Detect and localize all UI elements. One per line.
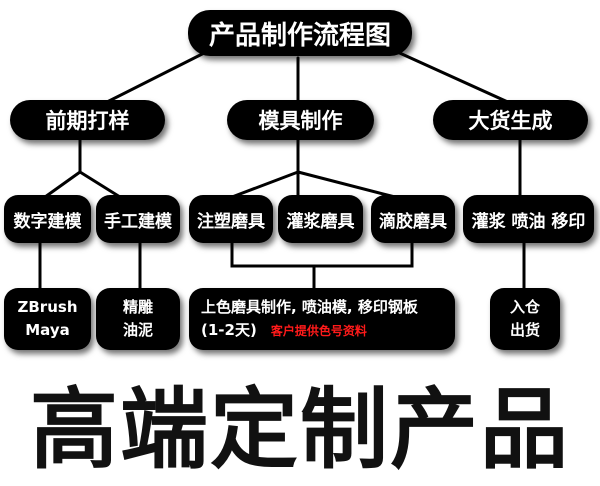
mold-detail-duration: (1-2天) bbox=[201, 321, 257, 339]
connector-sample-manual bbox=[78, 170, 122, 199]
stage-sample-label: 前期打样 bbox=[45, 109, 130, 133]
production-process-label: 灌浆 喷油 移印 bbox=[471, 211, 586, 232]
manual-modeling-node: 手工建模 bbox=[96, 195, 180, 243]
mold-detail-line1: 上色磨具制作, 喷油模, 移印钢板 bbox=[201, 297, 418, 316]
manual-tools-node: 精雕 油泥 bbox=[96, 288, 180, 350]
manual-tool-2: 油泥 bbox=[122, 321, 153, 339]
mold-detail-line2-row: (1-2天) 客户提供色号资料 bbox=[201, 319, 367, 342]
connector-sample-digital bbox=[43, 170, 82, 199]
digital-tool-1: ZBrush bbox=[17, 297, 78, 316]
banner-title: 高端定制产品 bbox=[29, 376, 570, 481]
stage-sample-node: 前期打样 bbox=[10, 100, 165, 140]
stage-mold-label: 模具制作 bbox=[258, 109, 343, 133]
connector-root-production bbox=[380, 43, 512, 105]
production-process-node: 灌浆 喷油 移印 bbox=[463, 195, 594, 243]
mold-injection-node: 注塑磨具 bbox=[189, 195, 273, 243]
mold-grout-label: 灌浆磨具 bbox=[286, 211, 355, 232]
mold-grout-node: 灌浆磨具 bbox=[278, 195, 363, 243]
connector-root-sample bbox=[103, 43, 222, 105]
mold-resin-label: 滴胶磨具 bbox=[379, 211, 447, 232]
manual-modeling-label: 手工建模 bbox=[104, 211, 172, 232]
root-node: 产品制作流程图 bbox=[188, 10, 412, 56]
production-steps-node: 入仓 出货 bbox=[490, 288, 560, 350]
stage-production-node: 大货生成 bbox=[433, 100, 588, 140]
stage-production-label: 大货生成 bbox=[468, 109, 553, 133]
connector-mold-injection bbox=[230, 170, 300, 199]
connector-mold-resin bbox=[296, 170, 397, 199]
production-step-1: 入仓 bbox=[509, 297, 540, 316]
root-label: 产品制作流程图 bbox=[208, 20, 391, 51]
production-step-2: 出货 bbox=[509, 321, 540, 339]
digital-tools-node: ZBrush Maya bbox=[4, 288, 91, 350]
mold-detail-node: 上色磨具制作, 喷油模, 移印钢板 (1-2天) 客户提供色号资料 bbox=[189, 288, 455, 350]
digital-tool-2: Maya bbox=[25, 321, 70, 339]
mold-resin-node: 滴胶磨具 bbox=[371, 195, 455, 243]
manual-tool-1: 精雕 bbox=[122, 297, 153, 316]
stage-mold-node: 模具制作 bbox=[227, 100, 374, 140]
digital-modeling-node: 数字建模 bbox=[4, 195, 91, 243]
mold-injection-label: 注塑磨具 bbox=[197, 211, 265, 232]
mold-detail-note: 客户提供色号资料 bbox=[270, 324, 367, 338]
connector-molds-merge bbox=[230, 241, 414, 268]
digital-modeling-label: 数字建模 bbox=[13, 211, 82, 232]
